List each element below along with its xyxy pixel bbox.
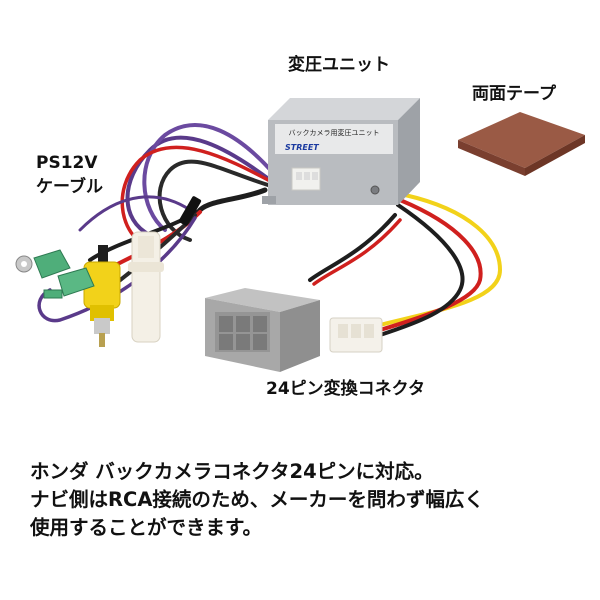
product-photo: バックカメラ用変圧ユニット STREET (15, 55, 585, 399)
caption-line-3: 使用することができます。 (30, 516, 263, 539)
signal-wires (308, 193, 503, 337)
unit-brand-logo: STREET (285, 143, 319, 152)
small-white-connector (329, 317, 383, 353)
label-converter-unit: 変圧ユニット (288, 55, 390, 75)
label-cable-line1: PS12V (36, 153, 98, 173)
rca-plug (83, 245, 121, 347)
fuse-holder (128, 231, 164, 343)
product-caption: ホンダ バックカメラコネクタ24ピンに対応。 ナビ側はRCA接続のため、メーカー… (30, 458, 590, 542)
double-sided-tape (458, 112, 585, 176)
label-double-sided-tape: 両面テープ (472, 84, 556, 104)
caption-line-1: ホンダ バックカメラコネクタ24ピンに対応。 (30, 460, 434, 483)
ring-terminals (15, 249, 95, 299)
label-cable-line2: ケーブル (36, 177, 103, 197)
unit-title-print: バックカメラ用変圧ユニット (289, 128, 380, 137)
converter-unit: バックカメラ用変圧ユニット STREET (262, 98, 420, 205)
product-illustration: バックカメラ用変圧ユニット STREET (15, 98, 585, 372)
pin-connector-24 (205, 288, 320, 372)
label-24pin-connector: 24ピン変換コネクタ (266, 379, 425, 399)
caption-line-2: ナビ側はRCA接続のため、メーカーを問わず幅広く (30, 488, 484, 511)
